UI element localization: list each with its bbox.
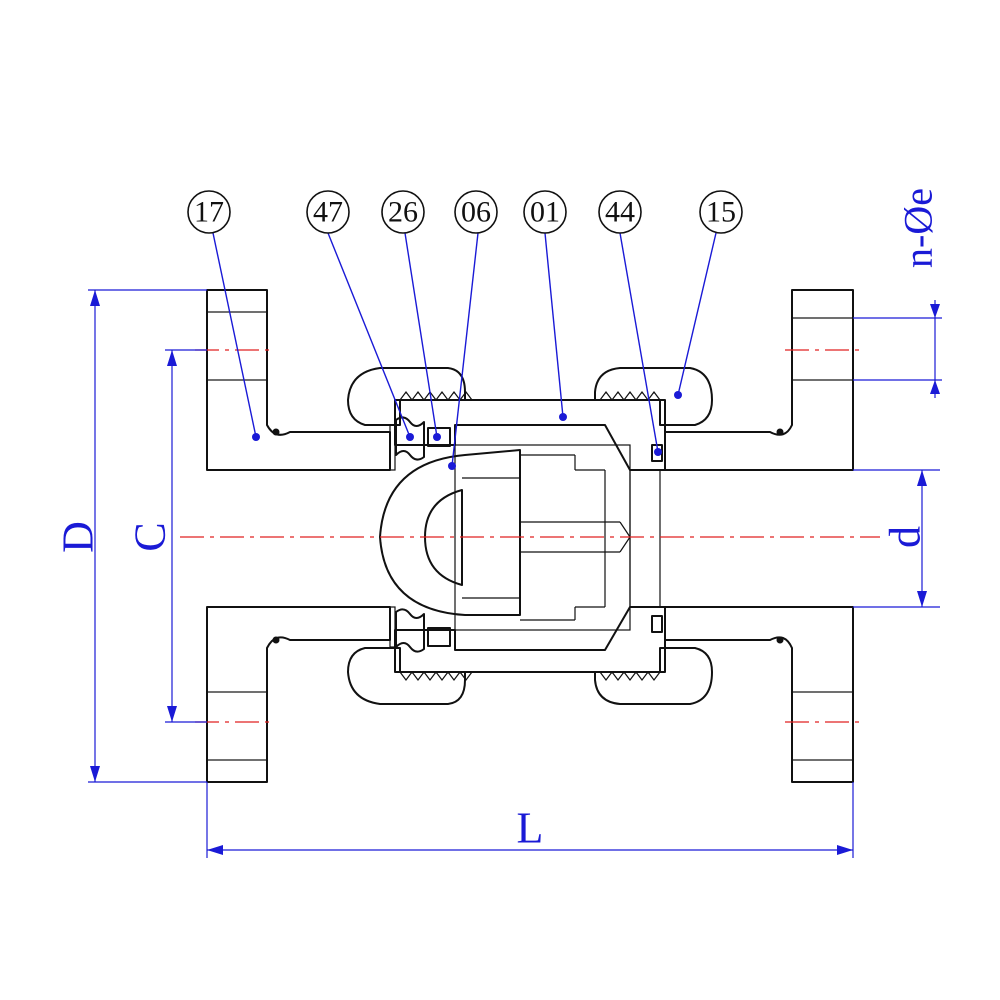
right-flange-end — [664, 289, 854, 783]
centerlines — [180, 349, 880, 723]
dimension-D: D — [54, 289, 207, 783]
dimension-bolt-holes: n-Øe — [853, 188, 942, 398]
balloon-47-label: 47 — [313, 196, 343, 229]
balloon-15-label: 15 — [706, 196, 736, 229]
dimension-C: C — [126, 349, 207, 723]
union-nuts — [347, 367, 713, 705]
bolt-holes-label: n-Øe — [896, 188, 941, 268]
balloon-06-label: 06 — [461, 196, 491, 229]
balloon-47: 47 — [306, 190, 350, 234]
balloon-01: 01 — [523, 190, 567, 234]
dimension-d-label: d — [881, 526, 930, 548]
balloon-17: 17 — [187, 190, 231, 234]
ball — [379, 449, 521, 616]
dimension-L-label: L — [517, 804, 544, 853]
balloon-44: 44 — [598, 190, 642, 234]
dimension-d: d — [853, 469, 940, 608]
dimension-D-label: D — [54, 521, 103, 553]
balloon-44-label: 44 — [605, 196, 635, 229]
dimension-L: L — [206, 782, 854, 858]
balloon-06: 06 — [454, 190, 498, 234]
left-flange-end — [206, 289, 391, 783]
balloon-17-label: 17 — [194, 196, 224, 229]
balloon-26-label: 26 — [388, 196, 418, 229]
dimension-C-label: C — [126, 522, 175, 551]
seal-rings — [395, 416, 451, 653]
balloon-26: 26 — [381, 190, 425, 234]
leader-lines — [212, 232, 717, 470]
balloon-15: 15 — [699, 190, 743, 234]
inner-cage — [454, 444, 663, 633]
balloon-01-label: 01 — [530, 196, 560, 229]
valve-body — [389, 391, 666, 681]
